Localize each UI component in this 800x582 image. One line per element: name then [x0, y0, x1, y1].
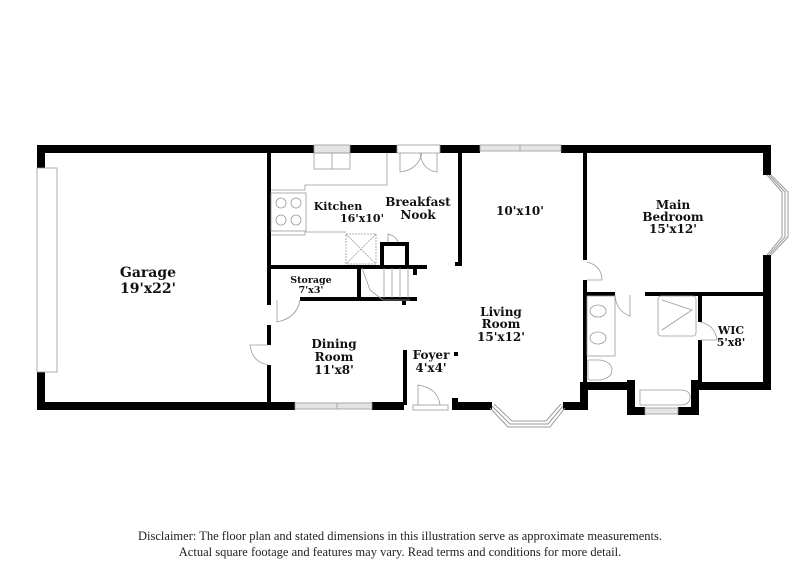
kitchen-label: Kitchen	[314, 200, 363, 213]
garage-dims: 19'x22'	[120, 281, 176, 297]
living-room-dims: 15'x12'	[477, 330, 525, 344]
breakfast-nook-label-1: Breakfast	[385, 195, 451, 209]
breakfast-nook-label-2: Nook	[400, 208, 436, 222]
foyer-marker	[454, 352, 458, 356]
main-bedroom-dims: 15'x12'	[649, 222, 697, 236]
fixtures	[270, 152, 697, 406]
garage-label: Garage	[120, 265, 176, 281]
windows	[36, 144, 679, 415]
living-bay-window	[489, 403, 566, 428]
living-room-label-2: Room	[482, 317, 521, 331]
interior-walls	[267, 145, 771, 410]
unlabeled-room-dims: 10'x10'	[496, 204, 544, 218]
wic-label: WIC	[717, 324, 744, 337]
stove	[270, 192, 307, 232]
foyer-label: Foyer	[413, 348, 450, 362]
disclaimer-line-1: Disclaimer: The floor plan and stated di…	[138, 529, 662, 543]
toilet	[587, 359, 613, 381]
refrigerator	[345, 233, 377, 265]
wic-dims: 5'x8'	[717, 336, 746, 349]
kitchen-dims: 16'x10'	[340, 212, 384, 225]
living-room-label-1: Living	[480, 305, 522, 319]
dining-room-label-1: Dining	[311, 337, 357, 351]
sink-2	[589, 331, 607, 345]
vanity	[586, 295, 616, 357]
garage-door	[36, 167, 58, 373]
doors	[249, 152, 718, 411]
dining-room-label-2: Room	[315, 350, 354, 364]
sink-1	[589, 304, 607, 318]
bathtub	[639, 389, 691, 406]
disclaimer-line-2: Actual square footage and features may v…	[178, 545, 622, 559]
storage-label: Storage	[290, 275, 331, 286]
main-bedroom-label-2: Bedroom	[642, 210, 703, 224]
bedroom-bay-window	[766, 174, 789, 256]
main-bedroom-label-1: Main	[656, 198, 691, 212]
storage-dims: 7'x3'	[299, 285, 324, 296]
room-labels: Garage 19'x22' Kitchen 16'x10' Breakfast…	[120, 195, 745, 377]
foyer-dims: 4'x4'	[415, 361, 446, 375]
dining-room-dims: 11'x8'	[314, 363, 354, 377]
staircase	[361, 267, 410, 301]
shower	[657, 295, 697, 337]
